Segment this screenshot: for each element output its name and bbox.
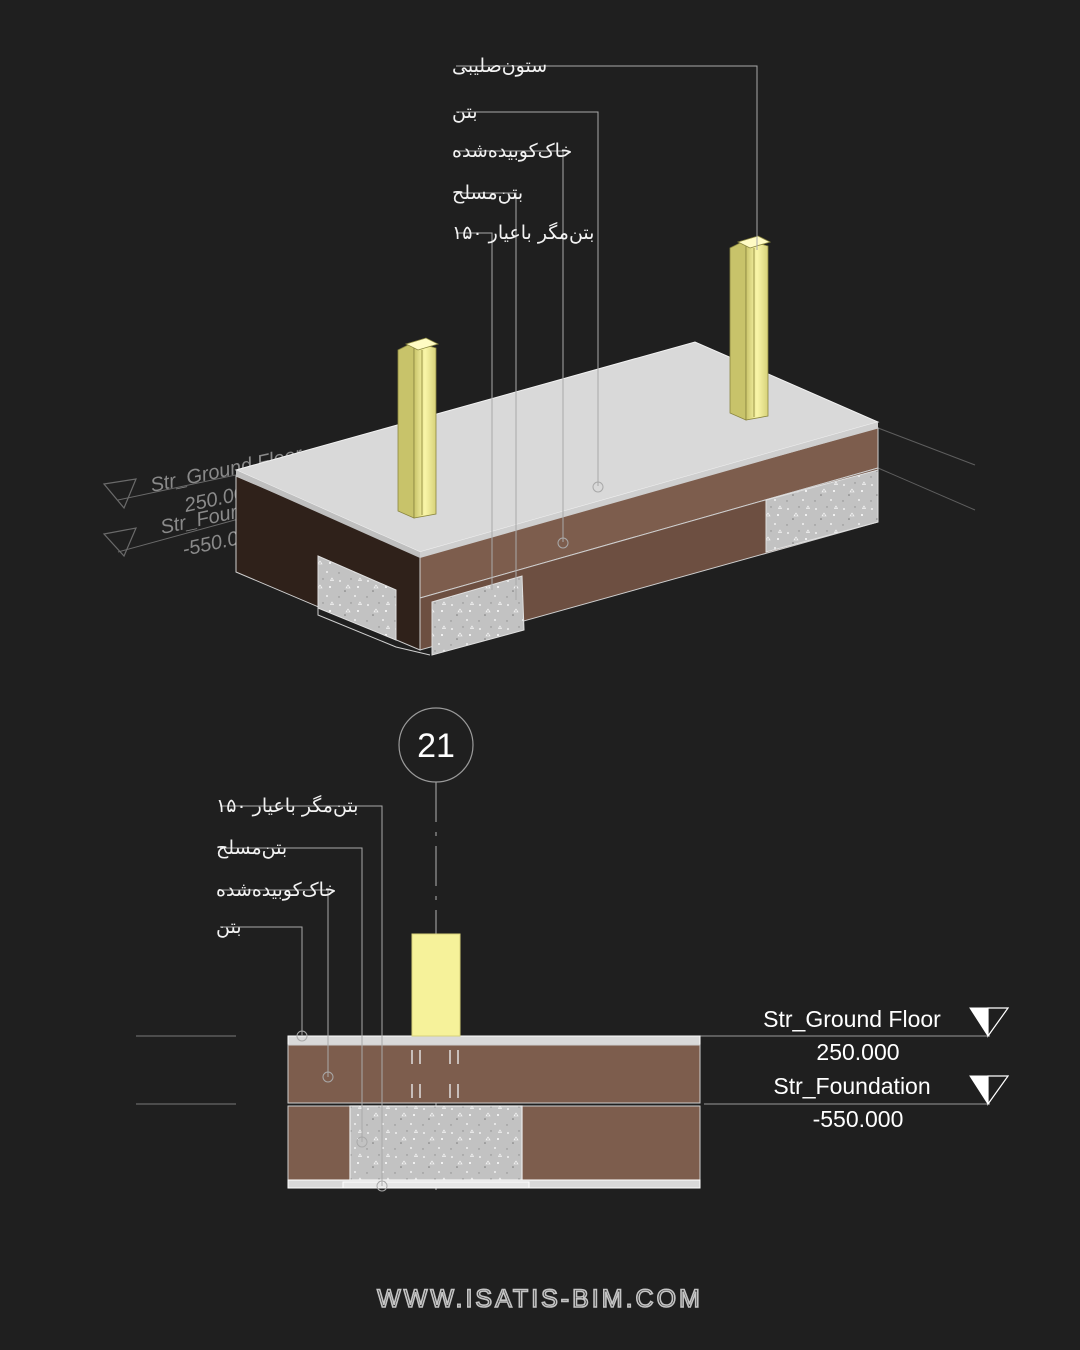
section-reinforced-upper bbox=[287, 1044, 701, 1104]
iso-foundation-level-triangle bbox=[102, 527, 137, 558]
section-label-lean-concrete: بتن‌مگر باعیار ۱۵۰ bbox=[216, 794, 358, 817]
iso-label-reinforced-concrete: بتن‌مسلح bbox=[452, 182, 523, 204]
iso-column-left bbox=[397, 337, 440, 519]
isometric-view: Str_Ground Floor 250.000 Str_Foundation … bbox=[102, 55, 976, 656]
website-url: WWW.ISATIS-BIM.COM bbox=[377, 1285, 703, 1313]
iso-leaders bbox=[456, 65, 758, 600]
section-number: 21 bbox=[417, 727, 455, 765]
iso-label-cruciform-column: ستون‌صلیبی bbox=[452, 55, 547, 77]
iso-foundation-block bbox=[234, 341, 880, 656]
section-foundation-level-name: Str_Foundation bbox=[773, 1073, 930, 1099]
section-label-reinforced-concrete: بتن‌مسلح bbox=[216, 837, 287, 859]
iso-column-right bbox=[729, 235, 772, 421]
section-ground-level-value: 250.000 bbox=[816, 1039, 899, 1065]
section-top-slab bbox=[287, 1035, 701, 1046]
section-reinforced-lower-left bbox=[287, 1105, 351, 1181]
iso-label-concrete: بتن bbox=[452, 101, 478, 123]
section-cruciform-column bbox=[411, 933, 461, 1037]
section-foundation-level-marker: Str_Foundation -550.000 bbox=[773, 1073, 1010, 1132]
section-ground-level-name: Str_Ground Floor bbox=[763, 1006, 941, 1032]
section-compacted-soil bbox=[349, 1105, 523, 1183]
iso-soil-block-right bbox=[765, 469, 879, 553]
section-reinforced-lower-right bbox=[521, 1105, 701, 1181]
iso-label-lean-concrete: بتن‌مگر باعیار ۱۵۰ bbox=[452, 221, 594, 244]
section-label-compacted-soil: خاک‌کوبیده‌شده bbox=[216, 879, 336, 901]
section-foundation bbox=[287, 1035, 701, 1189]
iso-soil-block-left bbox=[317, 555, 397, 641]
iso-label-compacted-soil: خاک‌کوبیده‌شده bbox=[452, 140, 572, 162]
section-foundation-level-value: -550.000 bbox=[813, 1106, 904, 1132]
section-label-concrete: بتن bbox=[216, 916, 242, 938]
iso-ground-level-triangle bbox=[102, 478, 137, 510]
section-lean-concrete bbox=[342, 1181, 530, 1189]
section-ground-level-marker: Str_Ground Floor 250.000 bbox=[763, 1006, 1010, 1065]
section-leaders bbox=[220, 805, 388, 1192]
section-view: 21 bbox=[136, 707, 1010, 1192]
